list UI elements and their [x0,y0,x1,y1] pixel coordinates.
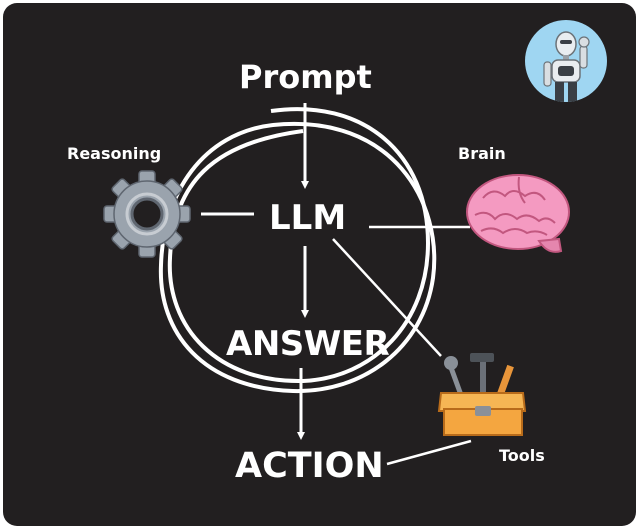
prompt-label: Prompt [239,58,372,96]
line-llm-tools [332,238,442,357]
brain-label: Brain [458,144,506,163]
robot-avatar-icon [543,31,590,102]
action-label: ACTION [235,446,384,486]
llm-label: LLM [269,198,347,238]
reasoning-label: Reasoning [67,144,162,163]
answer-label: ANSWER [226,324,390,364]
toolbox-icon [437,353,527,436]
tools-label: Tools [499,446,545,465]
diagram-canvas: Prompt LLM ANSWER ACTION Reasoning Brain… [3,3,636,526]
gear-icon [103,170,191,258]
avatar [525,20,607,102]
line-action-tools [386,439,472,466]
brain-icon [466,174,570,253]
